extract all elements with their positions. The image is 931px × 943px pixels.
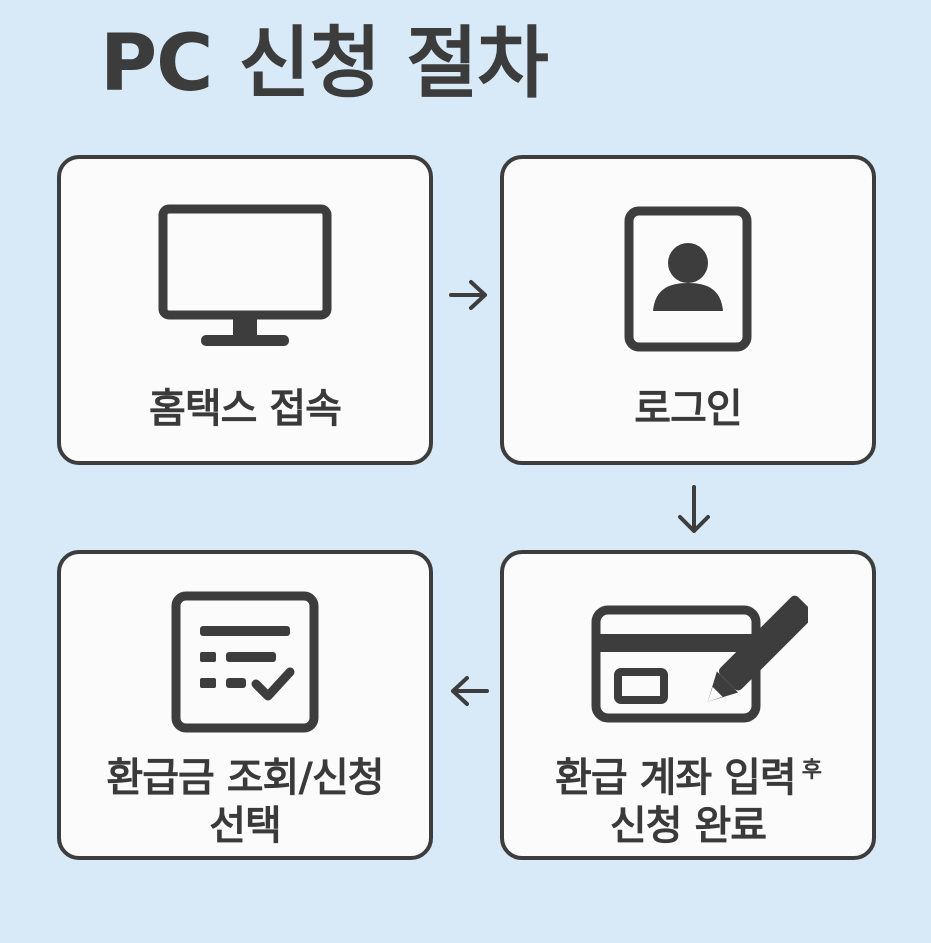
arrow-left-icon (451, 676, 489, 706)
step-card-refund-select: 환급금 조회/신청 선택 (57, 550, 433, 860)
step-label-line1: 환급 계좌 입력 (555, 755, 797, 801)
step-label-line2: 선택 (209, 803, 282, 849)
card-pen-icon (591, 595, 808, 723)
step-label-suffix: 후 (801, 757, 822, 783)
user-profile-icon (624, 206, 752, 352)
monitor-icon (158, 204, 332, 346)
step-label-homtax: 홈택스 접속 (149, 386, 342, 432)
step-label-line1: 환급금 조회/신청 (106, 755, 384, 801)
step-card-login: 로그인 (500, 155, 876, 465)
step-label-login: 로그인 (634, 386, 742, 432)
step-label-refund-select: 환급금 조회/신청 선택 (61, 754, 429, 850)
step-label-line2: 신청 완료 (609, 803, 767, 849)
arrow-right-icon (449, 280, 487, 310)
step-card-homtax: 홈택스 접속 (57, 155, 433, 465)
checklist-icon (171, 591, 319, 733)
arrow-down-icon (678, 485, 710, 533)
page-title: PC 신청 절차 (100, 19, 549, 109)
